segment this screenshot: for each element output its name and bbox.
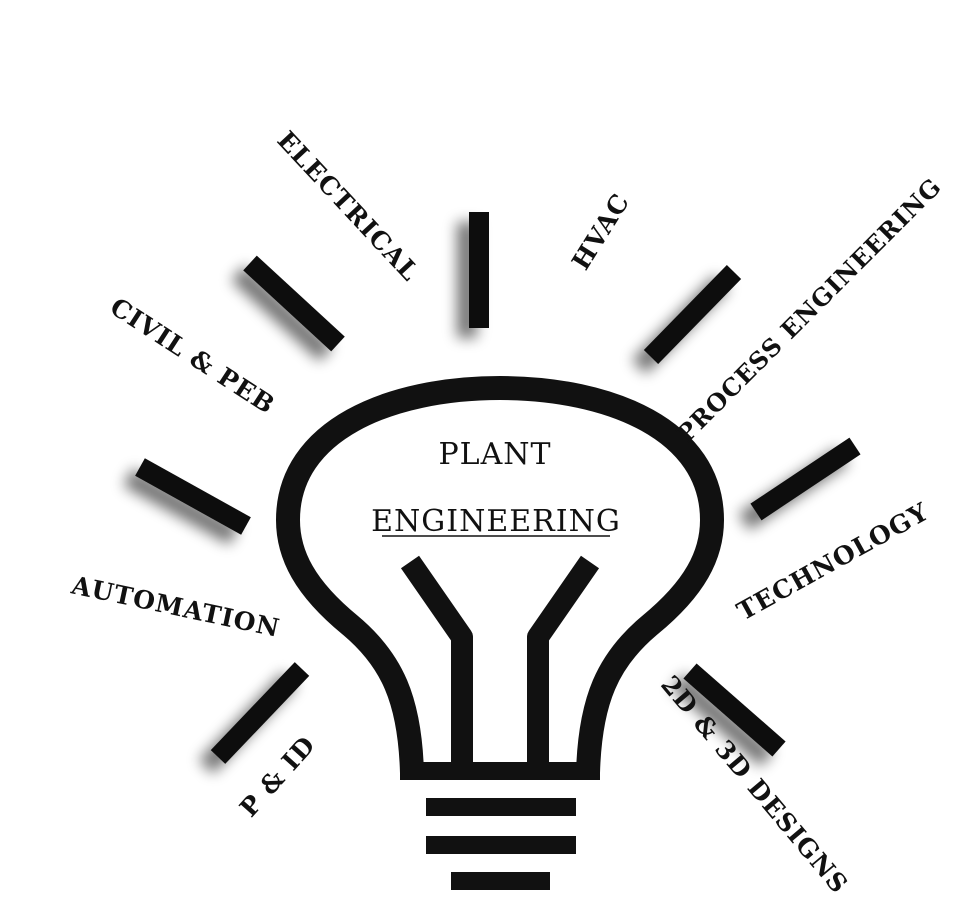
- filament-left: [400, 555, 473, 765]
- base-bar-3: [451, 872, 550, 890]
- label-electrical: ELECTRICAL: [272, 126, 425, 287]
- label-2d-3d-designs: 2D & 3D DESIGNS: [655, 670, 854, 899]
- filament-right: [527, 555, 600, 765]
- bulb-outline: [276, 376, 724, 774]
- base-bar-1: [426, 798, 576, 816]
- ray-lower-right: [683, 663, 786, 757]
- ray-upper-right: [643, 265, 742, 364]
- ray-left: [135, 458, 251, 535]
- lightbulb-icon: [276, 376, 724, 780]
- ray-right: [750, 437, 861, 521]
- label-automation: AUTOMATION: [68, 570, 283, 643]
- label-hvac: HVAC: [566, 188, 635, 275]
- center-title-line2: ENGINEERING: [371, 504, 621, 539]
- base-bar-2: [426, 836, 576, 854]
- light-rays: [135, 212, 861, 764]
- bulb-screw-base: [426, 798, 576, 890]
- ray-upper-left: [243, 255, 345, 352]
- label-p-and-id: P & ID: [234, 730, 321, 822]
- ray-lower-left: [210, 662, 310, 764]
- label-civil-peb: CIVIL & PEB: [105, 292, 280, 420]
- label-process-engineering: PROCESS ENGINEERING: [671, 172, 947, 448]
- center-title-line1: PLANT: [438, 437, 551, 472]
